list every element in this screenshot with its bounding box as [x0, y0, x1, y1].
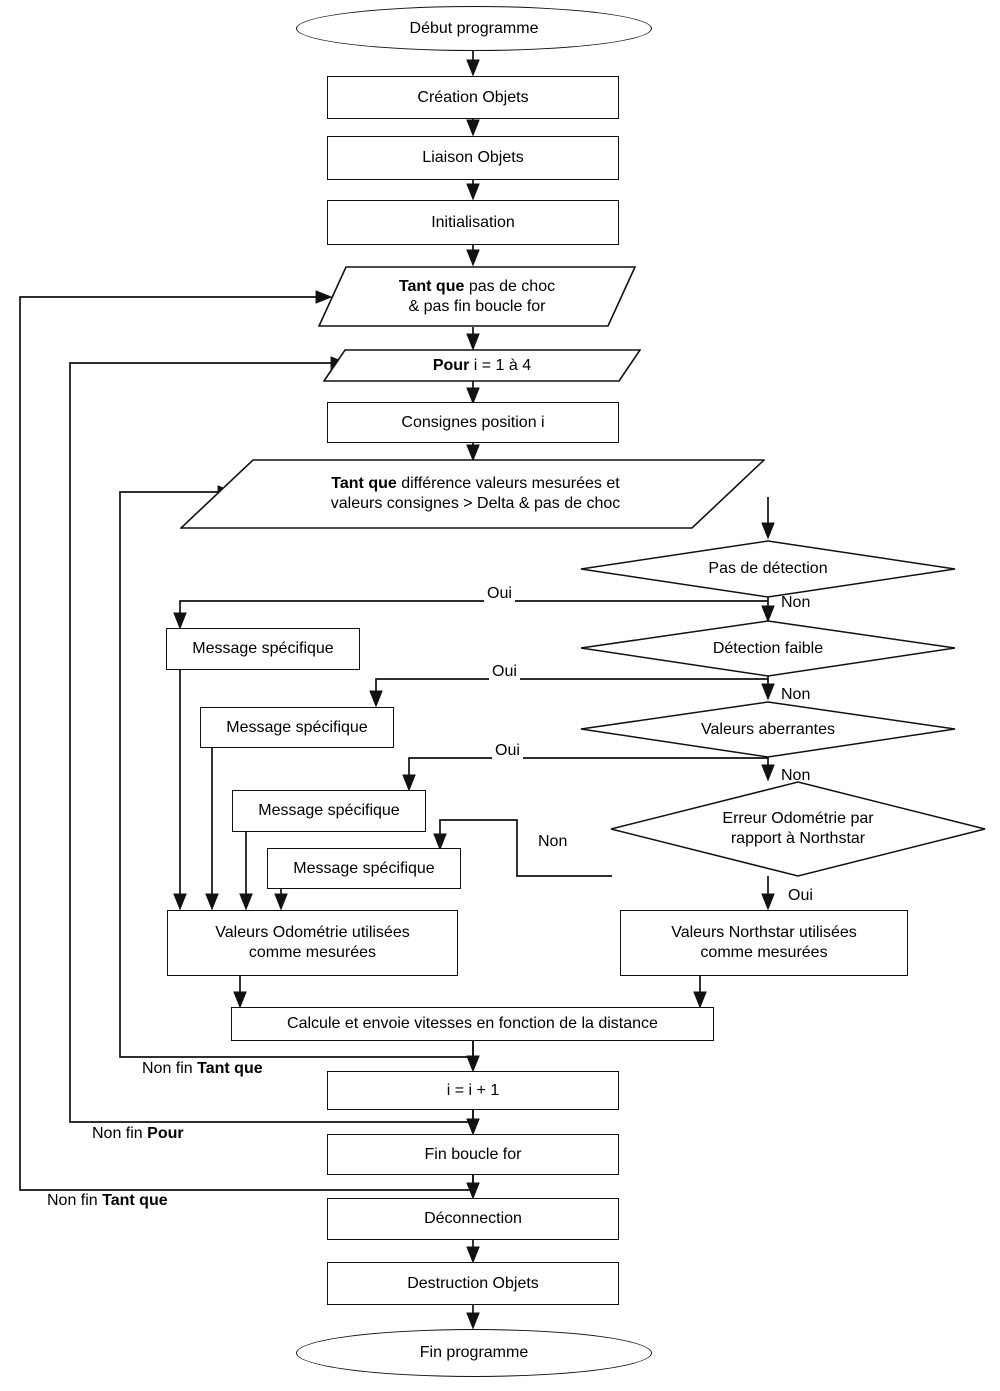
node-start-terminator: Début programme: [296, 6, 652, 51]
node-creation-objets: Création Objets: [327, 76, 619, 119]
node-valeurs-northstar-line1: Valeurs Northstar utilisées: [671, 924, 857, 941]
node-while-choc-line1: pas de choc: [464, 277, 556, 295]
node-destruction-objets-label: Destruction Objets: [407, 1274, 539, 1292]
node-liaison-objets: Liaison Objets: [327, 136, 619, 180]
node-decision-detection-faible-label: Détection faible: [712, 639, 824, 657]
node-while-delta-text: Tant que différence valeurs mesurées et …: [331, 474, 621, 514]
node-message-specifique-4: Message spécifique: [267, 848, 461, 889]
edge-label-oui-2: Oui: [489, 663, 520, 681]
edge-label-non-3: Non: [778, 767, 814, 785]
node-while-delta-line2: valeurs consignes > Delta & pas de choc: [330, 495, 621, 512]
node-decision-valeurs-aberrantes-label: Valeurs aberrantes: [701, 720, 835, 738]
node-end-label: Fin programme: [419, 1344, 529, 1361]
node-decision-erreur-odometrie: Erreur Odométrie par rapport à Northstar: [610, 781, 986, 877]
node-message-specifique-3-label: Message spécifique: [258, 802, 400, 819]
node-fin-boucle-for-label: Fin boucle for: [424, 1145, 522, 1163]
node-decision-erreur-odometrie-text: Erreur Odométrie par rapport à Northstar: [722, 809, 873, 849]
edge-label-non-4: Non: [535, 833, 571, 851]
node-valeurs-northstar-text: Valeurs Northstar utilisées comme mesuré…: [665, 923, 863, 963]
node-liaison-objets-label: Liaison Objets: [422, 149, 524, 166]
edge-label-non-1: Non: [778, 594, 814, 612]
node-decision-detection-faible: Détection faible: [580, 620, 956, 677]
node-for-loop-range: i = 1 à 4: [469, 356, 532, 374]
node-increment-i: i = i + 1: [327, 1071, 619, 1110]
edge-label-non-fin-tant-que-outer: Non fin Tant que: [44, 1192, 171, 1210]
edge-label-non-fin-pour-bold: Pour: [147, 1125, 184, 1142]
node-message-specifique-1-label: Message spécifique: [192, 640, 334, 657]
node-deconnection-label: Déconnection: [424, 1210, 522, 1227]
edge-label-oui-3: Oui: [492, 742, 523, 760]
node-while-delta-line1: différence valeurs mesurées et: [396, 475, 620, 492]
node-decision-valeurs-aberrantes: Valeurs aberrantes: [580, 701, 956, 758]
node-for-loop: Pour i = 1 à 4: [323, 349, 641, 382]
node-end-terminator: Fin programme: [296, 1329, 652, 1377]
edge-label-non-fin-tant-que-outer-bold: Tant que: [102, 1192, 168, 1209]
node-creation-objets-label: Création Objets: [417, 88, 529, 106]
node-decision-erreur-odometrie-line1: Erreur Odométrie par: [722, 810, 874, 827]
node-while-choc: Tant que pas de choc & pas fin boucle fo…: [318, 266, 636, 327]
edge-label-non-fin-tant-que-inner-bold: Tant que: [197, 1060, 263, 1077]
node-message-specifique-2: Message spécifique: [200, 707, 394, 748]
edge-label-oui-4: Oui: [785, 887, 816, 905]
node-valeurs-odometrie: Valeurs Odométrie utilisées comme mesuré…: [167, 910, 458, 976]
node-for-loop-text: Pour i = 1 à 4: [433, 356, 531, 376]
node-calcule-vitesses-label: Calcule et envoie vitesses en fonction d…: [287, 1015, 658, 1032]
node-start-label: Début programme: [409, 19, 539, 37]
node-valeurs-northstar: Valeurs Northstar utilisées comme mesuré…: [620, 910, 908, 976]
node-decision-erreur-odometrie-line2: rapport à Northstar: [730, 830, 866, 847]
node-decision-pas-de-detection-label: Pas de détection: [708, 560, 828, 577]
node-message-specifique-4-label: Message spécifique: [293, 859, 435, 877]
node-message-specifique-1: Message spécifique: [166, 628, 360, 670]
edge-label-oui-1: Oui: [484, 585, 515, 603]
node-destruction-objets: Destruction Objets: [327, 1262, 619, 1305]
node-valeurs-odometrie-text: Valeurs Odométrie utilisées comme mesuré…: [209, 923, 415, 963]
node-calcule-vitesses: Calcule et envoie vitesses en fonction d…: [231, 1007, 714, 1041]
node-increment-i-label: i = i + 1: [446, 1081, 500, 1099]
node-initialisation: Initialisation: [327, 200, 619, 245]
node-while-choc-text: Tant que pas de choc & pas fin boucle fo…: [399, 277, 555, 317]
node-message-specifique-3: Message spécifique: [232, 790, 426, 832]
edge-label-non-fin-tant-que-inner-prefix: Non fin: [142, 1060, 198, 1077]
node-valeurs-odometrie-line2: comme mesurées: [248, 944, 377, 961]
node-decision-pas-de-detection: Pas de détection: [580, 540, 956, 598]
edge-label-non-fin-pour: Non fin Pour: [89, 1125, 187, 1143]
edge-label-non-2: Non: [778, 686, 814, 704]
edge-label-non-fin-pour-prefix: Non fin: [92, 1125, 148, 1142]
node-message-specifique-2-label: Message spécifique: [226, 718, 368, 736]
node-while-delta-keyword: Tant que: [331, 475, 397, 492]
node-deconnection: Déconnection: [327, 1198, 619, 1240]
node-while-choc-keyword: Tant que: [398, 277, 465, 295]
node-while-choc-line2: & pas fin boucle for: [408, 297, 546, 315]
node-consignes-position-label: Consignes position i: [401, 413, 545, 431]
edge-label-non-fin-tant-que-outer-prefix: Non fin: [47, 1192, 103, 1209]
node-valeurs-odometrie-line1: Valeurs Odométrie utilisées: [215, 924, 410, 941]
node-valeurs-northstar-line2: comme mesurées: [700, 944, 828, 961]
node-fin-boucle-for: Fin boucle for: [327, 1134, 619, 1175]
edge-label-non-fin-tant-que-inner: Non fin Tant que: [139, 1060, 266, 1078]
node-for-loop-keyword: Pour: [432, 356, 470, 374]
node-initialisation-label: Initialisation: [431, 213, 515, 231]
node-while-delta: Tant que différence valeurs mesurées et …: [180, 459, 765, 529]
node-consignes-position: Consignes position i: [327, 402, 619, 443]
